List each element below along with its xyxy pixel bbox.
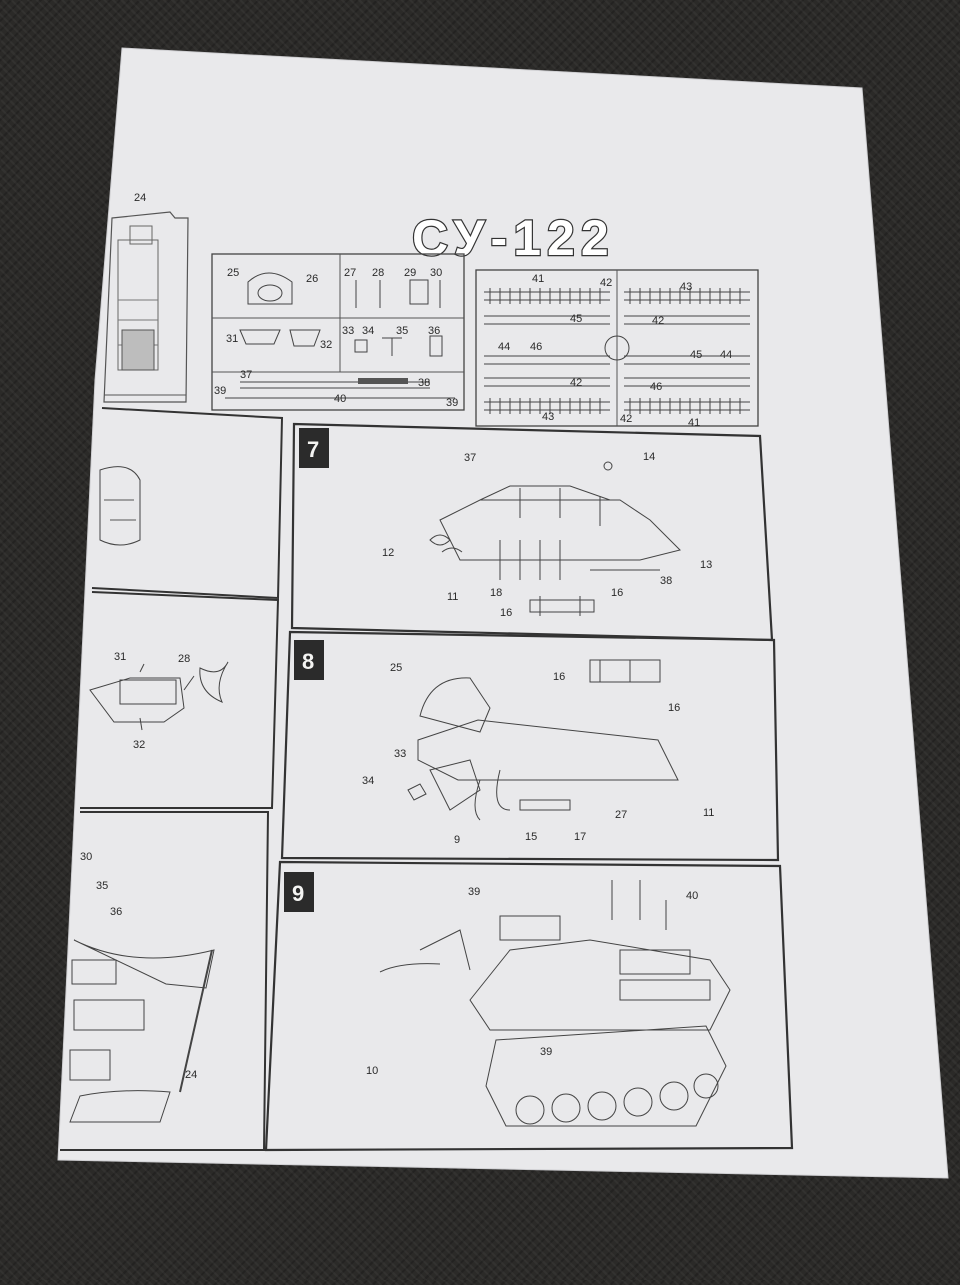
step-9-badge xyxy=(284,872,314,912)
part-callout: 36 xyxy=(428,325,440,337)
step-7-number: 7 xyxy=(307,437,319,462)
part-callout: 29 xyxy=(404,267,416,279)
left-panel-top xyxy=(91,407,284,600)
part-callout: 33 xyxy=(342,325,354,337)
step-8-panel: 8 25 16 16 33 34 9 15 17 27 11 xyxy=(280,630,780,862)
part-callout: 32 xyxy=(133,739,145,751)
part-callout: 28 xyxy=(372,267,384,279)
part-callout: 45 xyxy=(570,313,582,325)
part-callout: 12 xyxy=(382,547,394,559)
step-9-panel: 9 39 40 10 39 xyxy=(264,860,794,1152)
part-callout: 16 xyxy=(500,607,512,619)
part-callout: 30 xyxy=(430,267,442,279)
part-callout: 11 xyxy=(703,807,714,819)
step-8-number: 8 xyxy=(302,649,314,674)
step-7-badge xyxy=(299,428,329,468)
part-callout: 42 xyxy=(570,377,582,389)
part-callout: 9 xyxy=(454,834,460,846)
part-callout: 16 xyxy=(611,587,623,599)
left-panel-middle: 31 28 32 xyxy=(80,591,280,809)
part-callout: 33 xyxy=(394,748,406,760)
sprue-part-24: 24 xyxy=(103,192,189,403)
part-callout: 45 xyxy=(690,349,702,361)
part-callout: 42 xyxy=(600,277,612,289)
step-8-drawing xyxy=(407,659,679,821)
part-callout: 38 xyxy=(418,377,430,389)
part-callout: 39 xyxy=(446,397,458,409)
part-callout: 38 xyxy=(660,575,672,587)
part-callout: 28 xyxy=(178,653,190,665)
part-callout: 41 xyxy=(532,273,544,285)
part-callout: 30 xyxy=(80,851,92,863)
part-callout: 35 xyxy=(396,325,408,337)
part-callout: 39 xyxy=(540,1046,552,1058)
part-callout: 27 xyxy=(344,267,356,279)
part-callout: 27 xyxy=(615,809,627,821)
step-9-number: 9 xyxy=(292,881,304,906)
part-callout: 42 xyxy=(620,413,632,425)
part-callout: 11 xyxy=(447,591,458,603)
part-callout: 25 xyxy=(227,267,239,279)
part-callout: 46 xyxy=(530,341,542,353)
part-callout: 39 xyxy=(214,385,226,397)
part-callout: 24 xyxy=(185,1069,197,1081)
part-callout: 40 xyxy=(686,890,698,902)
step-7-drawing xyxy=(429,461,681,616)
part-callout: 17 xyxy=(574,831,586,843)
part-callout: 42 xyxy=(652,315,664,327)
part-callout: 15 xyxy=(525,831,537,843)
part-callout: 37 xyxy=(464,452,476,464)
sprue-frame-a: 25 26 27 28 29 30 31 32 33 34 35 36 37 3… xyxy=(211,253,465,411)
part-callout: 32 xyxy=(320,339,332,351)
left-panel-bottom: 30 35 36 24 xyxy=(60,811,270,1151)
part-callout: 43 xyxy=(680,281,692,293)
part-callout: 44 xyxy=(498,341,510,353)
sprue-frame-b: 41 42 43 45 42 44 46 45 44 42 46 43 42 4… xyxy=(475,269,759,429)
part-callout: 39 xyxy=(468,886,480,898)
part-callout: 14 xyxy=(643,451,655,463)
step-8-badge xyxy=(294,640,324,680)
part-callout: 24 xyxy=(134,192,146,204)
part-callout: 37 xyxy=(240,369,252,381)
part-callout: 40 xyxy=(334,393,346,405)
page-title: СУ-122 xyxy=(412,210,615,266)
part-callout: 16 xyxy=(553,671,565,683)
part-callout: 41 xyxy=(688,417,700,429)
part-callout: 13 xyxy=(700,559,712,571)
step-9-drawing xyxy=(379,880,731,1127)
part-callout: 46 xyxy=(650,381,662,393)
part-callout: 34 xyxy=(362,325,374,337)
part-callout: 35 xyxy=(96,880,108,892)
part-callout: 31 xyxy=(114,651,126,663)
part-callout: 18 xyxy=(490,587,502,599)
part-callout: 34 xyxy=(362,775,374,787)
part-callout: 26 xyxy=(306,273,318,285)
part-callout: 36 xyxy=(110,906,122,918)
paper xyxy=(57,47,949,1179)
part-callout: 25 xyxy=(390,662,402,674)
part-callout: 16 xyxy=(668,702,680,714)
part-callout: 10 xyxy=(366,1065,378,1077)
part-callout: 43 xyxy=(542,411,554,423)
part-callout: 31 xyxy=(226,333,238,345)
part-callout: 44 xyxy=(720,349,732,361)
